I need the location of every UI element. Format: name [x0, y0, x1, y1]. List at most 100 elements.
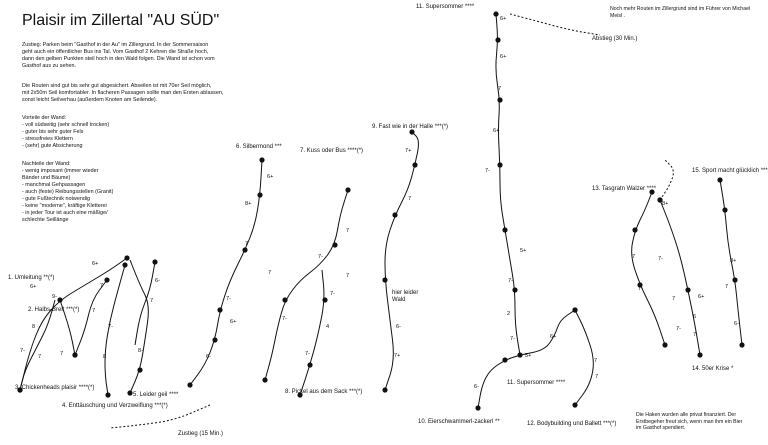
route-11-belay-station	[512, 287, 518, 293]
route-9-belay-station	[382, 277, 388, 283]
route-label-6: 6. Silbermond ***	[236, 144, 282, 150]
route-11-belay-station	[502, 227, 508, 233]
route-8-line	[299, 269, 325, 396]
route-1-belay-station	[57, 297, 63, 303]
route-6-belay-station	[212, 337, 218, 343]
route-2-line	[74, 279, 108, 356]
route-label-8: 8. Pickel aus dem Sack ***(*)	[285, 389, 362, 395]
route-13-belay-station	[662, 342, 668, 348]
route-label-4: 4. Enttäuschung und Verzweiflung ***(*)	[62, 403, 168, 409]
route-7-line	[264, 189, 349, 381]
pitch-grade: 6+	[500, 16, 506, 22]
route-12-belay-station	[152, 259, 158, 265]
route-13-belay-station	[632, 227, 638, 233]
pitch-grade: 7-	[485, 168, 490, 174]
pitch-grade: 6+	[30, 284, 36, 290]
route-8-belay-station	[297, 392, 303, 398]
route-11-belay-station	[517, 352, 523, 358]
pitch-grade: 7-	[330, 291, 335, 297]
pitch-grade: 5+	[520, 248, 526, 254]
access-description: Zustieg: Parken beim "Gasthof in der Au"…	[22, 42, 215, 69]
route-label-12: 12. Bodybuilding und Ballett ***(*)	[527, 421, 616, 427]
pitch-grade: 6+	[500, 54, 506, 60]
route-14-belay-station	[697, 352, 703, 358]
pitch-grade: 7	[150, 298, 153, 304]
route-6-belay-station	[257, 192, 263, 198]
pitch-grade: 6+	[267, 174, 273, 180]
route-label-14: 14. 50er Krise *	[692, 366, 734, 372]
route-9-belay-station	[392, 212, 398, 218]
pitch-grade: 9-	[52, 294, 57, 300]
pitch-grade: 6-	[155, 278, 160, 284]
pitch-grade: 6-	[474, 384, 479, 390]
route-9-line	[384, 131, 419, 391]
route-1-line	[19, 257, 128, 391]
route-15-belay-station	[717, 177, 723, 183]
pitch-grade: 7	[346, 228, 349, 234]
route-7-belay-station	[345, 187, 351, 193]
pitch-grade: 7-	[676, 326, 681, 332]
route-label-2: 2. Halbs-Breit ***(*)	[28, 307, 79, 313]
route-11-line	[495, 13, 521, 356]
route-4-belay-station	[105, 392, 111, 398]
pitch-grade: 7	[38, 354, 41, 360]
pitch-grade: 7	[92, 308, 95, 314]
pitch-grade: 7	[595, 374, 598, 380]
route-label-11: 11. Supersommer ****	[416, 4, 475, 10]
pitch-grade: 7	[60, 351, 63, 357]
approach-label: Zustieg (15 Min.)	[178, 431, 223, 437]
route-6-belay-station	[187, 382, 193, 388]
route-label-3: 3. Chickenheads plaisir ****(*)	[15, 385, 94, 391]
route-13-belay-station	[637, 282, 643, 288]
route-9-belay-station	[412, 162, 418, 168]
route-label-11-lower: 11. Supersommer ****	[507, 380, 566, 386]
route-label-10: 10. Eierschwammerl-zackerl **	[418, 419, 500, 425]
route-12b-line	[574, 309, 594, 406]
route-3-belay-station	[17, 387, 23, 393]
guidebook-note: Noch mehr Routen im Zillergrund sind im …	[610, 6, 751, 19]
route-3-line	[19, 299, 56, 391]
pitch-grade: 7-	[508, 278, 513, 284]
pitch-grade: 7-	[510, 336, 515, 342]
pitch-grade: 8+	[662, 201, 668, 207]
route-8-belay-station	[307, 362, 313, 368]
route-label-1: 1. Umleitung **(*)	[8, 275, 54, 281]
route-6-belay-station	[217, 307, 223, 313]
route-15-belay-station	[722, 207, 728, 213]
route-zustieg-line	[109, 404, 211, 429]
route-label-15: 15. Sport macht glücklich ****	[692, 168, 768, 174]
pitch-grade: 8	[32, 324, 35, 330]
route-6-belay-station	[242, 247, 248, 253]
pitch-grade: 6-	[734, 321, 739, 327]
route-12b-belay-station	[572, 307, 578, 313]
pitch-grade: 7	[498, 86, 501, 92]
pitch-grade: 7	[594, 358, 597, 364]
route-13b-belay-station	[657, 197, 663, 203]
pitch-grade: 7-	[108, 324, 113, 330]
disadvantages-list: Nachteile der Wand: - wenig imposant (im…	[22, 161, 114, 223]
pitch-grade: 6+	[493, 128, 499, 134]
route-6-line	[189, 159, 263, 386]
route-2-belay-station	[72, 352, 78, 358]
route-4-belay-station	[122, 262, 128, 268]
route-11-belay-station	[497, 97, 503, 103]
pitch-grade: 7	[268, 270, 271, 276]
route-12b-belay-station	[572, 402, 578, 408]
pitch-grade: 6+	[698, 294, 704, 300]
route-9-belay-station	[382, 387, 388, 393]
advantages-list: Vorteile der Wand: - voll südseitig (seh…	[22, 115, 110, 149]
pitch-grade: 8+	[245, 201, 251, 207]
route-4-line	[104, 264, 126, 396]
pitch-grade: 7	[346, 273, 349, 279]
route-7-belay-station	[282, 297, 288, 303]
route-11-belay-station	[495, 37, 501, 43]
pitch-grade: 7	[632, 254, 635, 260]
route-7-belay-station	[262, 377, 268, 383]
route-12-line	[134, 261, 156, 346]
pitch-grade: 8+	[730, 258, 736, 264]
route-14-belay-station	[685, 287, 691, 293]
route-10-belay-station	[502, 357, 508, 363]
pitch-grade: 6-	[396, 324, 401, 330]
route-2-belay-station	[104, 277, 110, 283]
pitch-grade: 6+	[230, 319, 236, 325]
